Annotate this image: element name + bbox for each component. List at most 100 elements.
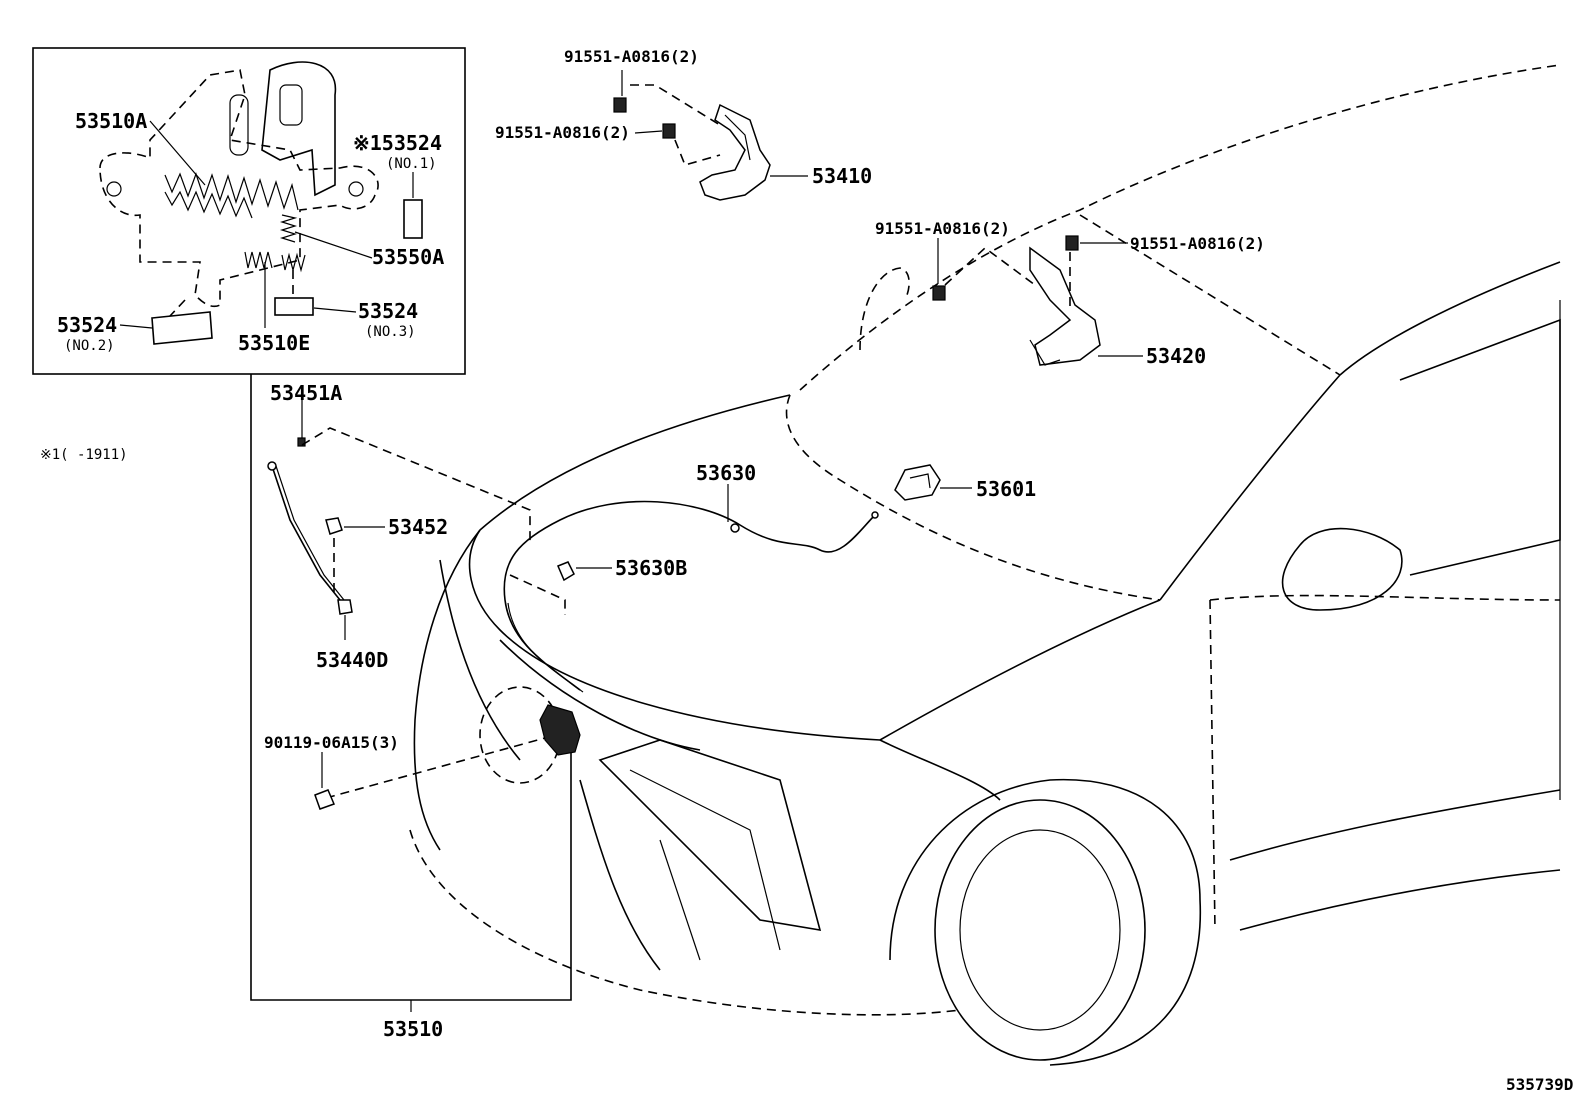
label-53452: 53452 xyxy=(388,515,448,539)
leader-53550a xyxy=(294,231,373,259)
label-53510e: 53510E xyxy=(238,331,310,355)
front-window xyxy=(1399,318,1561,576)
label-53451a: 53451A xyxy=(270,381,342,405)
label-bolt-c: 91551-A0816(2) xyxy=(875,219,1010,238)
latch-slot xyxy=(279,84,303,126)
leader-53510a xyxy=(149,120,206,186)
fender-line xyxy=(879,739,1001,801)
grille-left-edge xyxy=(579,779,661,971)
cable-53630 xyxy=(503,500,876,691)
label-53630: 53630 xyxy=(696,461,756,485)
guide-bolt-b xyxy=(674,139,721,166)
lock-bolt-hole-right xyxy=(348,181,364,197)
label-bolt-b: 91551-A0816(2) xyxy=(495,123,630,142)
label-53510a: 53510A xyxy=(75,109,147,133)
bumper-lower xyxy=(409,829,961,1016)
pad-no2-guide xyxy=(169,299,186,317)
label-bolt-a: 91551-A0816(2) xyxy=(564,47,699,66)
label-53524-no2-sub: (NO.2) xyxy=(64,338,115,354)
guide-bolt-90119 xyxy=(325,737,546,799)
headlight-edge xyxy=(439,559,521,761)
support-rod-top xyxy=(267,461,277,471)
label-53550a: 53550A xyxy=(372,245,444,269)
spindle-grille-inner xyxy=(598,739,822,931)
cable-53630-edge xyxy=(507,602,584,693)
inset-box: 53510A ※153524 (NO.1) 53550A 53524 (NO.2… xyxy=(32,47,466,375)
grille-bar-2 xyxy=(659,839,701,961)
front-tire xyxy=(934,799,1146,1061)
grille-bar-1 xyxy=(629,769,781,951)
latch-hook xyxy=(261,61,337,197)
pad-no1 xyxy=(403,199,423,239)
figure-code: 535739D xyxy=(1506,1075,1573,1094)
label-53630b: 53630B xyxy=(615,556,687,580)
cable-grommet xyxy=(730,523,740,533)
front-rim xyxy=(959,829,1121,1031)
assembly-bracket-53510: 53510 xyxy=(250,374,572,1041)
support-rod xyxy=(271,465,341,601)
label-53601: 53601 xyxy=(976,477,1036,501)
guide-bolt-a xyxy=(630,84,721,126)
rod-end-clip xyxy=(297,437,306,447)
release-cable-group: 53630 53630B xyxy=(503,461,879,693)
main-spring-back xyxy=(164,190,253,219)
label-53420: 53420 xyxy=(1146,344,1206,368)
main-spring xyxy=(164,172,299,211)
hinge-53410-arm xyxy=(724,114,751,161)
shoulder-line xyxy=(1209,594,1561,601)
wheel-arch xyxy=(889,778,1202,1066)
vehicle-outline xyxy=(409,64,1561,1066)
door-front-seam xyxy=(1209,599,1216,931)
hood-support-group: 53451A 53452 53440D xyxy=(267,381,531,672)
pad-no2 xyxy=(151,311,213,345)
holder-53440d xyxy=(337,599,353,615)
label-53410: 53410 xyxy=(812,164,872,188)
leader-53524-no3 xyxy=(313,307,357,313)
hood-front-edge xyxy=(468,529,881,741)
spring-left xyxy=(244,251,273,269)
hood-hinge-lh: 91551-A0816(2) 91551-A0816(2) 53410 xyxy=(495,47,872,201)
label-53524-no2: 53524 xyxy=(57,313,117,337)
label-53440d: 53440D xyxy=(316,648,388,672)
side-mirror xyxy=(1281,527,1403,611)
side-sill xyxy=(1229,789,1561,861)
bolt-91551-a xyxy=(613,97,627,113)
grille-top xyxy=(499,639,701,751)
bolt-91551-c xyxy=(932,285,946,301)
guide-support-rod xyxy=(301,427,531,545)
spring-right xyxy=(281,252,306,273)
hinge-53420-base xyxy=(1029,339,1061,366)
hood-lock-53510 xyxy=(539,704,581,756)
label-53524-no3-sub: (NO.3) xyxy=(365,324,416,340)
a-pillar xyxy=(1159,374,1341,601)
release-handle-group: 53601 xyxy=(894,464,1036,501)
footnote-range: ※1( -1911) xyxy=(40,447,128,463)
hood-side xyxy=(879,599,1161,741)
windshield-base xyxy=(1079,214,1341,376)
mirror-outline xyxy=(859,267,910,351)
cable-end xyxy=(871,511,879,519)
spring-53550a xyxy=(279,214,298,243)
hood-lock-group: 90119-06A15(3) xyxy=(264,704,581,810)
handle-53601-detail xyxy=(909,473,931,489)
fender-front xyxy=(413,529,481,851)
rocker xyxy=(1239,869,1561,931)
belt-line xyxy=(1339,261,1561,376)
clamp-53630b xyxy=(557,561,575,582)
hinge-53410 xyxy=(699,103,771,201)
hinge-53420 xyxy=(1029,246,1101,366)
guide-53630b xyxy=(509,574,566,615)
label-bolt-d: 91551-A0816(2) xyxy=(1130,234,1265,253)
guide-bolt-c xyxy=(944,246,1036,286)
label-53510: 53510 xyxy=(383,1017,443,1041)
bolt-91551-b xyxy=(662,123,676,139)
bolt-91551-d xyxy=(1065,235,1079,251)
label-53524-no1: ※153524 xyxy=(353,131,442,155)
clip-53452 xyxy=(325,517,343,535)
leader-53524-no2 xyxy=(119,324,153,329)
label-bolt-90119: 90119-06A15(3) xyxy=(264,733,399,752)
label-53524-no1-sub: (NO.1) xyxy=(386,156,437,172)
hood-hinge-rh: 91551-A0816(2) 91551-A0816(2) 53420 xyxy=(875,219,1265,368)
